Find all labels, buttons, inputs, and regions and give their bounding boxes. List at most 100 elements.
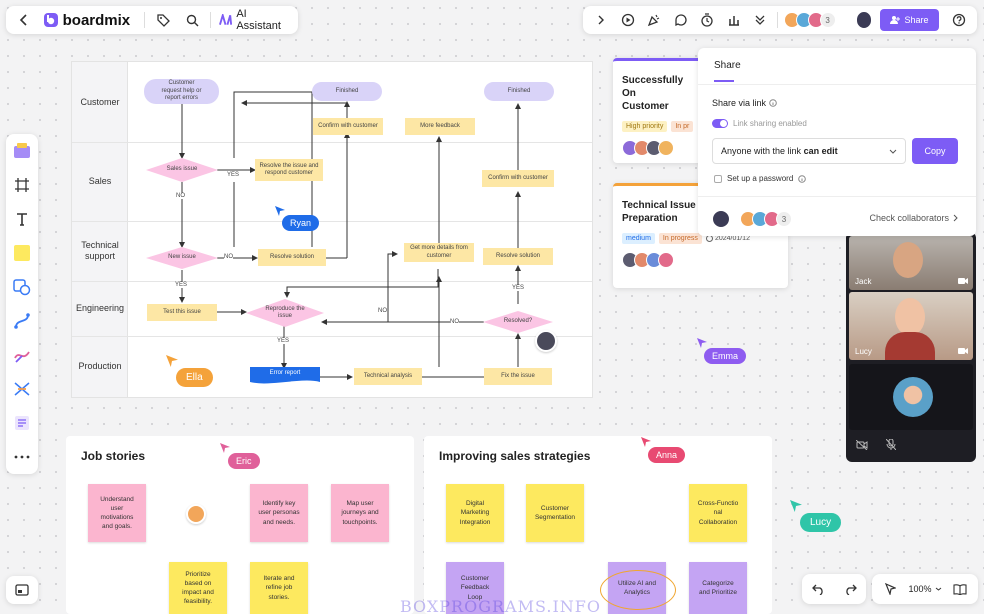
comment-icon[interactable] bbox=[671, 9, 692, 31]
permission-prefix: Anyone with the link bbox=[721, 146, 802, 156]
card-title: Successfully On Customer bbox=[622, 75, 684, 112]
celebrate-icon[interactable] bbox=[644, 9, 665, 31]
user-avatar[interactable] bbox=[855, 11, 873, 29]
text-icon[interactable] bbox=[11, 208, 33, 230]
shape-icon[interactable] bbox=[11, 276, 33, 298]
pen-icon[interactable] bbox=[11, 344, 33, 366]
permission-select[interactable]: Anyone with the link can edit bbox=[712, 138, 906, 164]
connector-icon[interactable] bbox=[11, 310, 33, 332]
task-card[interactable]: Successfully On Customer High priority I… bbox=[613, 58, 703, 163]
sticky-note[interactable]: Customer Segmentation bbox=[526, 484, 584, 542]
link-sharing-toggle[interactable] bbox=[712, 119, 728, 128]
sticky-note[interactable]: Digital Marketing Integration bbox=[446, 484, 504, 542]
logo: boardmix bbox=[43, 12, 130, 29]
zoom-controls: 100% bbox=[872, 574, 978, 604]
check-collaborators-link[interactable]: Check collaborators bbox=[869, 213, 958, 223]
mic-off-icon[interactable] bbox=[886, 439, 896, 450]
chevron-right-icon[interactable] bbox=[591, 9, 612, 31]
cursor-arrow-icon bbox=[275, 206, 285, 216]
select-cursor-icon[interactable] bbox=[880, 578, 900, 600]
edge-label: YES bbox=[175, 282, 188, 288]
info-icon bbox=[798, 174, 807, 183]
sales-strategies-board[interactable]: Improving sales strategies Digital Marke… bbox=[424, 436, 772, 614]
ai-icon bbox=[219, 14, 233, 25]
template-icon[interactable] bbox=[11, 140, 33, 162]
vote-icon[interactable] bbox=[724, 9, 745, 31]
ai-assistant-button[interactable]: AI Assistant bbox=[219, 8, 290, 32]
node-resolve-solution-2[interactable]: Resolve solution bbox=[483, 248, 553, 265]
tab-underline bbox=[714, 80, 734, 82]
tag-icon[interactable] bbox=[153, 9, 174, 31]
node-test-this-issue[interactable]: Test this issue bbox=[147, 304, 217, 321]
permission-value: can edit bbox=[803, 146, 838, 156]
more-icon[interactable] bbox=[11, 446, 33, 468]
node-more-feedback[interactable]: More feedback bbox=[405, 118, 475, 135]
collaborator-avatars[interactable]: 3 bbox=[740, 211, 792, 227]
lane-customer: Customer bbox=[80, 96, 120, 107]
node-resolve-solution-1[interactable]: Resolve solution bbox=[258, 249, 326, 266]
back-icon[interactable] bbox=[14, 9, 35, 31]
play-icon[interactable] bbox=[618, 9, 639, 31]
search-icon[interactable] bbox=[182, 9, 203, 31]
node-fix-the-issue[interactable]: Fix the issue bbox=[484, 368, 552, 385]
mind-map-icon[interactable] bbox=[11, 378, 33, 400]
sticky-note[interactable]: Categorize and Prioritize bbox=[689, 562, 747, 614]
redo-icon[interactable] bbox=[839, 578, 861, 600]
sticky-note[interactable]: Understand user motivations and goals. bbox=[88, 484, 146, 542]
node-confirm-with-customer-1[interactable]: Confirm with customer bbox=[313, 118, 383, 135]
node-new-issue[interactable]: New issue bbox=[168, 254, 196, 261]
lane-divider bbox=[72, 142, 592, 143]
sticky-note[interactable]: Customer Feedback Loop bbox=[446, 562, 504, 614]
flowchart-board[interactable]: Customer Sales Technical support Enginee… bbox=[71, 61, 593, 398]
password-checkbox[interactable] bbox=[714, 174, 722, 183]
lane-divider bbox=[72, 336, 592, 337]
frame-icon[interactable] bbox=[11, 174, 33, 196]
node-error-report[interactable]: Error report bbox=[269, 370, 301, 377]
double-chevron-down-icon[interactable] bbox=[750, 9, 771, 31]
zoom-level-select[interactable]: 100% bbox=[908, 584, 941, 594]
cursor-label-anna: Anna bbox=[648, 447, 686, 463]
chevron-down-icon bbox=[935, 587, 941, 591]
video-tile-jack[interactable]: Jack bbox=[849, 236, 973, 290]
node-resolve-issue[interactable]: Resolve the issue and respond customer bbox=[255, 159, 323, 181]
card-title: Technical Issue Preparation bbox=[622, 200, 696, 224]
node-finished-2[interactable]: Finished bbox=[484, 82, 554, 101]
copy-button[interactable]: Copy bbox=[912, 138, 958, 164]
document-shape bbox=[250, 367, 320, 384]
node-sales-issue[interactable]: Sales issue bbox=[166, 166, 198, 173]
node-technical-analysis[interactable]: Technical analysis bbox=[354, 368, 422, 385]
info-icon bbox=[769, 99, 777, 107]
sticky-note[interactable]: Cross-Functio nal Collaboration bbox=[689, 484, 747, 542]
avatar bbox=[186, 504, 206, 524]
cursor-label-ryan: Ryan bbox=[282, 215, 320, 231]
book-icon[interactable] bbox=[950, 578, 970, 600]
self-video-tile[interactable] bbox=[849, 364, 973, 430]
camera-icon bbox=[958, 278, 968, 284]
divider bbox=[698, 84, 976, 85]
cursor-arrow-icon bbox=[697, 338, 707, 348]
cursor-arrow-icon bbox=[166, 355, 178, 367]
password-label: Set up a password bbox=[727, 174, 794, 183]
sticky-note[interactable]: Map user journeys and touchpoints. bbox=[331, 484, 389, 542]
node-get-more-details[interactable]: Get more details from customer bbox=[404, 243, 474, 262]
camera-off-icon[interactable] bbox=[856, 440, 868, 450]
lane-production: Production bbox=[78, 361, 122, 372]
node-finished-1[interactable]: Finished bbox=[312, 82, 382, 101]
node-confirm-with-customer-2[interactable]: Confirm with customer bbox=[482, 170, 554, 187]
sticky-note-icon[interactable] bbox=[11, 242, 33, 264]
sticky-note[interactable]: Prioritize based on impact and feasibili… bbox=[169, 562, 227, 614]
share-button[interactable]: Share bbox=[880, 9, 939, 31]
video-tile-lucy[interactable]: Lucy bbox=[849, 292, 973, 360]
node-customer-request[interactable]: Customer request help or report errors bbox=[144, 79, 219, 104]
node-resolved[interactable]: Resolved? bbox=[503, 318, 533, 325]
sticky-note[interactable]: Identify key user personas and needs. bbox=[250, 484, 308, 542]
sticky-note[interactable]: Iterate and refine job stories. bbox=[250, 562, 308, 614]
table-icon[interactable] bbox=[11, 412, 33, 434]
timer-icon[interactable] bbox=[697, 9, 718, 31]
help-icon[interactable] bbox=[949, 9, 970, 31]
collaborator-avatars[interactable]: 3 bbox=[783, 12, 836, 28]
node-reproduce-issue[interactable]: Reproduce the issue bbox=[265, 305, 305, 320]
undo-icon[interactable] bbox=[807, 578, 829, 600]
share-tab[interactable]: Share bbox=[714, 60, 741, 82]
minimap-button[interactable] bbox=[6, 576, 38, 604]
